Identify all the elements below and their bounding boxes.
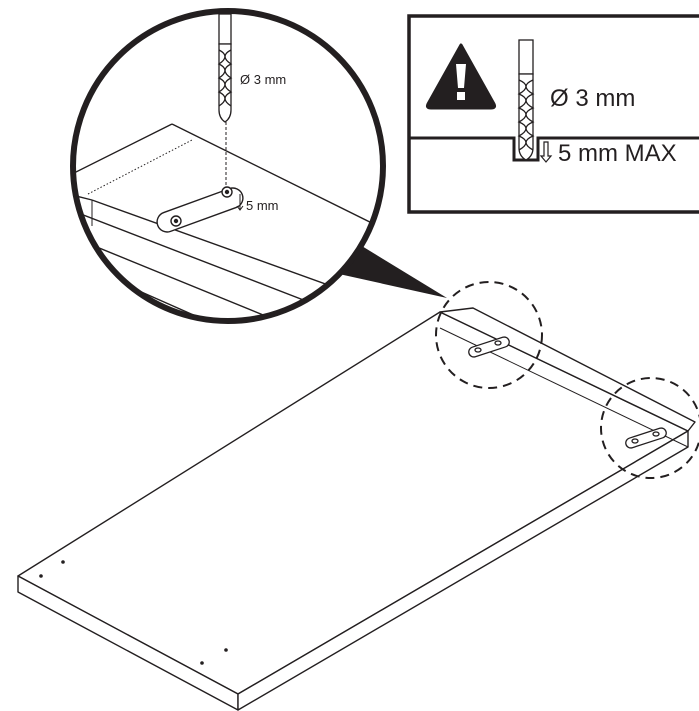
box-depth-arrow-icon — [539, 141, 553, 163]
zoom-bracket — [156, 186, 244, 233]
shelf-holes — [39, 560, 228, 665]
highlight-circle-right — [600, 377, 699, 479]
shelf-hole — [61, 560, 65, 564]
box-drill-label: Ø 3 mm — [550, 85, 635, 112]
box-depth-label: 5 mm MAX — [558, 140, 677, 167]
box-drill-bit-icon — [517, 39, 535, 161]
warning-triangle-icon — [425, 43, 497, 110]
warning-box: Ø 3 mm 5 mm MAX — [407, 14, 699, 214]
callout-pointer — [330, 240, 447, 298]
zoom-drill-bit-icon — [217, 13, 233, 123]
bracket-right — [625, 427, 667, 449]
highlight-circle-left — [435, 281, 543, 389]
shelf-panel — [17, 307, 696, 711]
zoom-depth-label: 5 mm — [246, 198, 279, 213]
shelf-hole — [200, 661, 204, 665]
shelf-hole — [224, 648, 228, 652]
zoom-callout: Ø 3 mm 5 mm — [70, 8, 386, 324]
zoom-depth-arrow-icon — [236, 194, 244, 211]
zoom-drill-label: Ø 3 mm — [240, 72, 286, 87]
shelf-hole — [39, 574, 43, 578]
bracket-left — [468, 336, 510, 358]
